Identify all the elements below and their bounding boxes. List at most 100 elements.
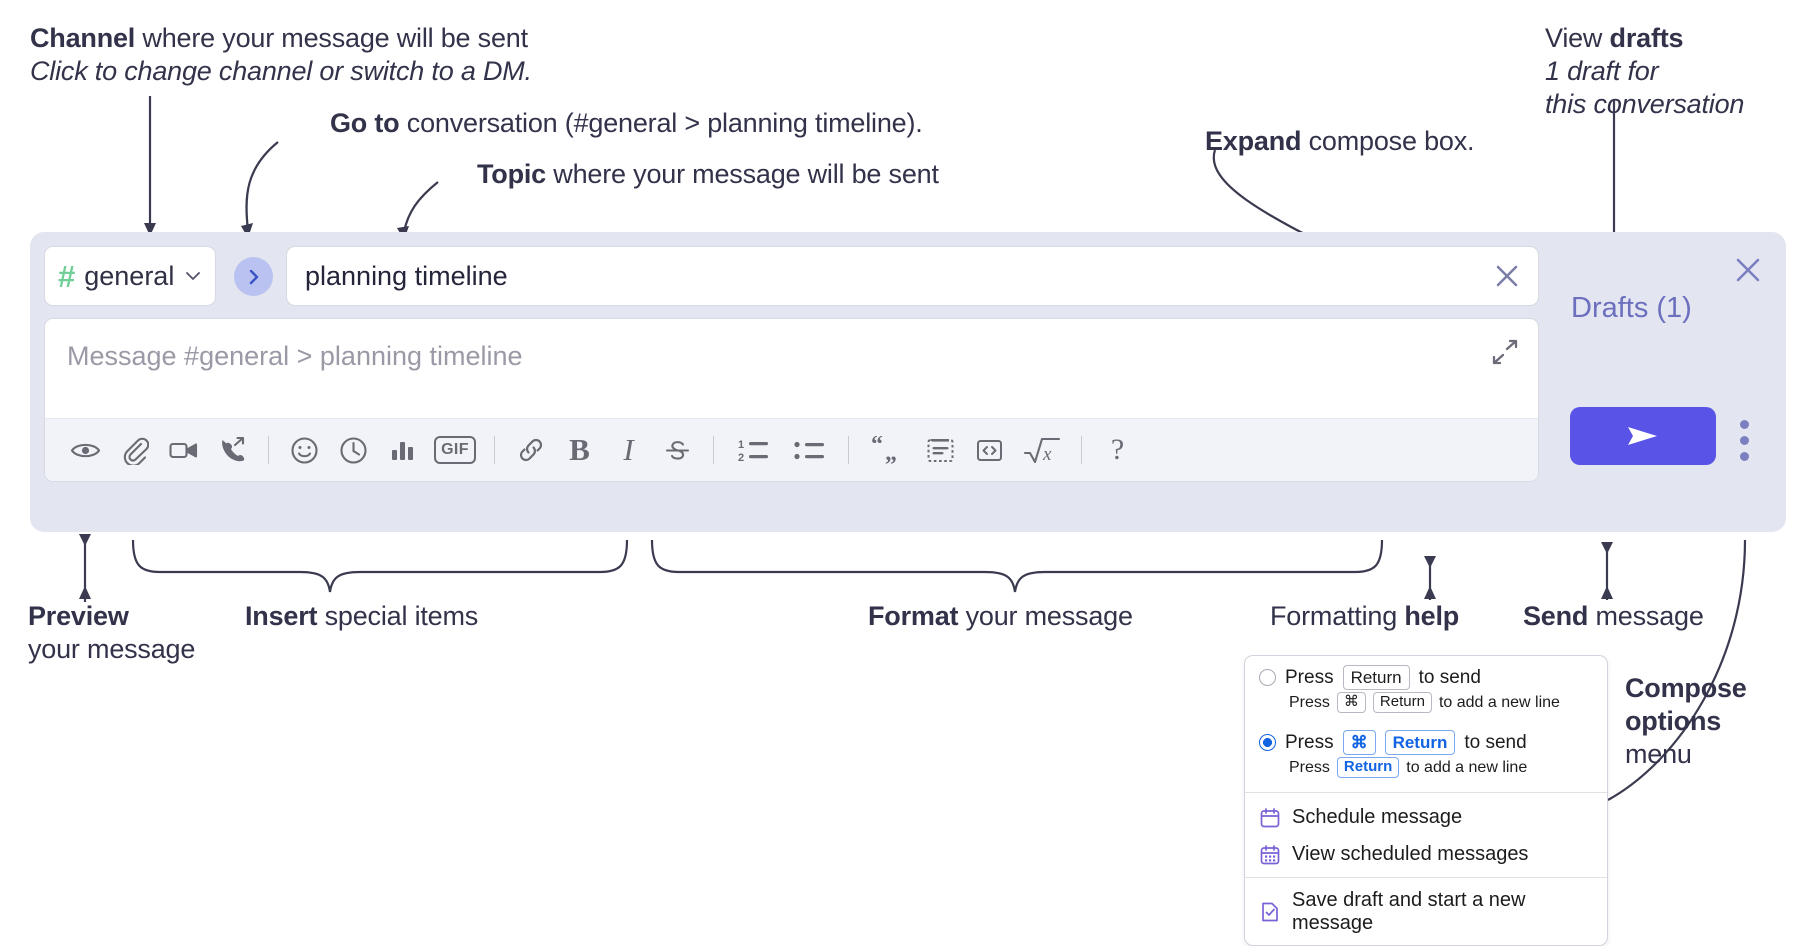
annotation-format: Format your message bbox=[868, 600, 1133, 633]
menu-radio-option-2[interactable]: Press ⌘ Return to send bbox=[1245, 721, 1607, 757]
message-input[interactable]: Message #general > planning timeline bbox=[45, 319, 1538, 418]
annotation-drafts-italic2: this conversation bbox=[1545, 88, 1745, 119]
annotation-channel-italic: Click to change channel or switch to a D… bbox=[30, 55, 532, 86]
annotation-goto-bold: Go to bbox=[330, 108, 400, 138]
message-placeholder: Message #general > planning timeline bbox=[67, 341, 523, 371]
menu-item-view-scheduled-messages[interactable]: View scheduled messages bbox=[1245, 836, 1607, 873]
menu-item-label: Save draft and start a new message bbox=[1292, 889, 1526, 934]
annotation-drafts-pre: View bbox=[1545, 23, 1610, 53]
strikethrough-icon[interactable] bbox=[653, 427, 702, 473]
annotation-preview: Preview your message bbox=[28, 600, 195, 666]
message-field: Message #general > planning timeline bbox=[44, 318, 1539, 482]
svg-text:x: x bbox=[1042, 444, 1052, 465]
annotation-expand-rest: compose box. bbox=[1301, 126, 1475, 156]
menu-radio-option-1[interactable]: Press Return to send bbox=[1245, 656, 1607, 692]
video-icon[interactable] bbox=[159, 427, 208, 473]
divider-3 bbox=[713, 436, 714, 464]
annotation-drafts-italic1: 1 draft for bbox=[1545, 55, 1659, 86]
divider-4 bbox=[848, 436, 849, 464]
key-command: ⌘ bbox=[1336, 692, 1366, 713]
menu-item-label: Schedule message bbox=[1292, 806, 1463, 828]
radio-unselected-icon[interactable] bbox=[1259, 669, 1276, 687]
calendar-icon bbox=[1259, 807, 1281, 829]
option2-line1-pre: Press bbox=[1285, 731, 1334, 753]
drafts-link[interactable]: Drafts (1) bbox=[1571, 292, 1692, 324]
annotation-preview-bold: Preview bbox=[28, 601, 129, 631]
channel-selector[interactable]: # general bbox=[44, 246, 216, 306]
close-icon-topic[interactable] bbox=[1492, 261, 1522, 291]
ordered-list-icon[interactable]: 1 2 bbox=[725, 427, 781, 473]
key-return-blue-2: Return bbox=[1336, 757, 1400, 778]
option1-line1-pre: Press bbox=[1285, 666, 1334, 688]
preview-icon[interactable] bbox=[61, 427, 110, 473]
annotation-goto: Go to conversation (#general > planning … bbox=[330, 107, 923, 140]
math-icon[interactable]: x bbox=[1014, 427, 1070, 473]
channel-name: general bbox=[84, 260, 175, 291]
send-button[interactable] bbox=[1570, 407, 1716, 465]
annotation-preview-rest: your message bbox=[28, 633, 196, 664]
option1-line2-pre: Press bbox=[1289, 693, 1330, 711]
menu-item-save-draft[interactable]: Save draft and start a new message bbox=[1245, 882, 1607, 945]
annotation-compose-options-bold2: options bbox=[1625, 705, 1722, 736]
annotation-channel: Channel where your message will be sent … bbox=[30, 22, 532, 88]
annotation-channel-rest: where your message will be sent bbox=[135, 23, 528, 53]
code-icon[interactable] bbox=[965, 427, 1014, 473]
annotation-send-rest: message bbox=[1588, 601, 1704, 631]
italic-label: I bbox=[623, 432, 634, 467]
go-to-conversation-button[interactable] bbox=[234, 257, 273, 296]
annotation-insert: Insert special items bbox=[245, 600, 478, 633]
emoji-icon[interactable] bbox=[280, 427, 329, 473]
radio-selected-icon[interactable] bbox=[1259, 734, 1276, 752]
topic-field[interactable]: planning timeline bbox=[286, 246, 1539, 306]
svg-text:„: „ bbox=[885, 440, 897, 465]
annotation-compose-options-rest: menu bbox=[1625, 738, 1692, 769]
annotation-expand-bold: Expand bbox=[1205, 126, 1302, 156]
code-block-icon[interactable] bbox=[916, 427, 965, 473]
link-icon[interactable] bbox=[506, 427, 555, 473]
compose-widget: # general planning timeline Message #gen… bbox=[30, 232, 1786, 532]
clock-icon[interactable] bbox=[329, 427, 378, 473]
option2-line1-post: to send bbox=[1464, 731, 1527, 753]
svg-text:“: “ bbox=[871, 436, 883, 458]
svg-text:2: 2 bbox=[738, 452, 744, 464]
menu-divider-1 bbox=[1245, 792, 1607, 793]
topic-value: planning timeline bbox=[305, 260, 508, 291]
close-icon[interactable] bbox=[1732, 254, 1764, 286]
poll-icon[interactable] bbox=[378, 427, 427, 473]
gif-icon[interactable]: GIF bbox=[427, 427, 483, 473]
divider-1 bbox=[268, 436, 269, 464]
annotation-help: Formatting help bbox=[1270, 600, 1459, 633]
expand-icon[interactable] bbox=[1490, 337, 1520, 367]
attachment-icon[interactable] bbox=[110, 427, 159, 473]
svg-text:1: 1 bbox=[738, 439, 744, 451]
chevron-down-icon bbox=[183, 266, 203, 286]
menu-option-1-hint: Press ⌘ Return to add a new line bbox=[1245, 692, 1607, 721]
bold-icon[interactable]: B bbox=[555, 427, 604, 473]
annotation-topic-bold: Topic bbox=[477, 159, 546, 189]
help-icon[interactable]: ? bbox=[1093, 427, 1142, 473]
option1-line2-post: to add a new line bbox=[1438, 693, 1560, 711]
annotation-insert-bold: Insert bbox=[245, 601, 318, 631]
annotation-help-bold: help bbox=[1404, 601, 1460, 631]
huddle-icon[interactable] bbox=[208, 427, 257, 473]
compose-options-kebab-icon[interactable] bbox=[1740, 420, 1749, 461]
send-arrow-icon bbox=[1628, 427, 1657, 445]
divider-5 bbox=[1081, 436, 1082, 464]
menu-item-schedule-message[interactable]: Schedule message bbox=[1245, 799, 1607, 836]
gif-label: GIF bbox=[434, 436, 476, 464]
bulleted-list-icon[interactable] bbox=[781, 427, 837, 473]
menu-item-label: View scheduled messages bbox=[1292, 843, 1529, 865]
annotation-topic-rest: where your message will be sent bbox=[546, 159, 939, 189]
annotation-channel-bold: Channel bbox=[30, 23, 136, 53]
annotation-help-pre: Formatting bbox=[1270, 601, 1405, 631]
save-draft-icon bbox=[1259, 901, 1281, 923]
italic-icon[interactable]: I bbox=[604, 427, 653, 473]
hash-icon: # bbox=[58, 258, 76, 294]
formatting-toolbar: GIF B I bbox=[45, 418, 1538, 481]
help-label: ? bbox=[1110, 433, 1125, 466]
blockquote-icon[interactable]: “ „ bbox=[860, 427, 916, 473]
option2-line2-pre: Press bbox=[1289, 758, 1330, 776]
annotation-topic: Topic where your message will be sent bbox=[477, 158, 939, 191]
annotation-send-bold: Send bbox=[1523, 601, 1589, 631]
